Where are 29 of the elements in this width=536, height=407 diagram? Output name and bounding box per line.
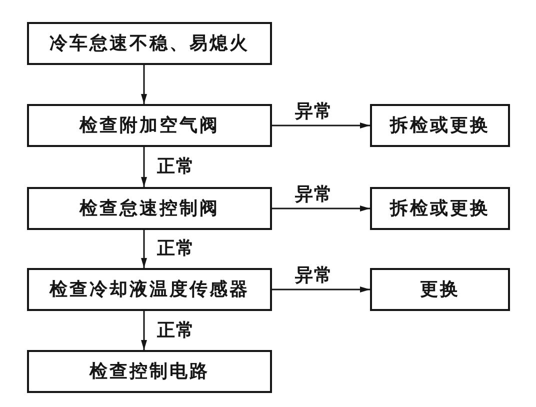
edge-label: 异常 — [295, 100, 333, 122]
edge-label: 正常 — [157, 156, 195, 177]
edge-label: 异常 — [295, 264, 333, 286]
arrow — [272, 122, 370, 128]
arrow — [272, 206, 370, 212]
process-box — [27, 268, 272, 311]
process-box — [370, 268, 510, 311]
step-text: 拆检或更换 — [390, 114, 490, 136]
process-box — [27, 22, 272, 65]
edge-label: 正常 — [157, 320, 195, 340]
edge-label: 异常 — [295, 184, 333, 204]
step-text: 检查控制电路 — [90, 360, 210, 382]
arrow — [141, 65, 147, 104]
process-box — [27, 187, 272, 230]
step-text: 检查冷却液温度传感器 — [50, 278, 250, 300]
arrow — [141, 230, 147, 268]
arrow — [272, 286, 370, 292]
process-box — [370, 104, 510, 147]
step-text: 检查怠速控制阀 — [80, 198, 220, 220]
process-box — [370, 187, 510, 230]
process-box — [27, 350, 272, 393]
process-box — [27, 104, 272, 147]
arrow — [141, 311, 147, 350]
step-text: 检查附加空气阀 — [80, 114, 220, 136]
step-text: 拆检或更换 — [390, 198, 490, 220]
edge-label: 正常 — [157, 238, 195, 259]
step-text: 冷车怠速不稳、易熄火 — [50, 32, 250, 54]
step-text: 更换 — [420, 278, 460, 300]
arrow — [141, 147, 147, 187]
